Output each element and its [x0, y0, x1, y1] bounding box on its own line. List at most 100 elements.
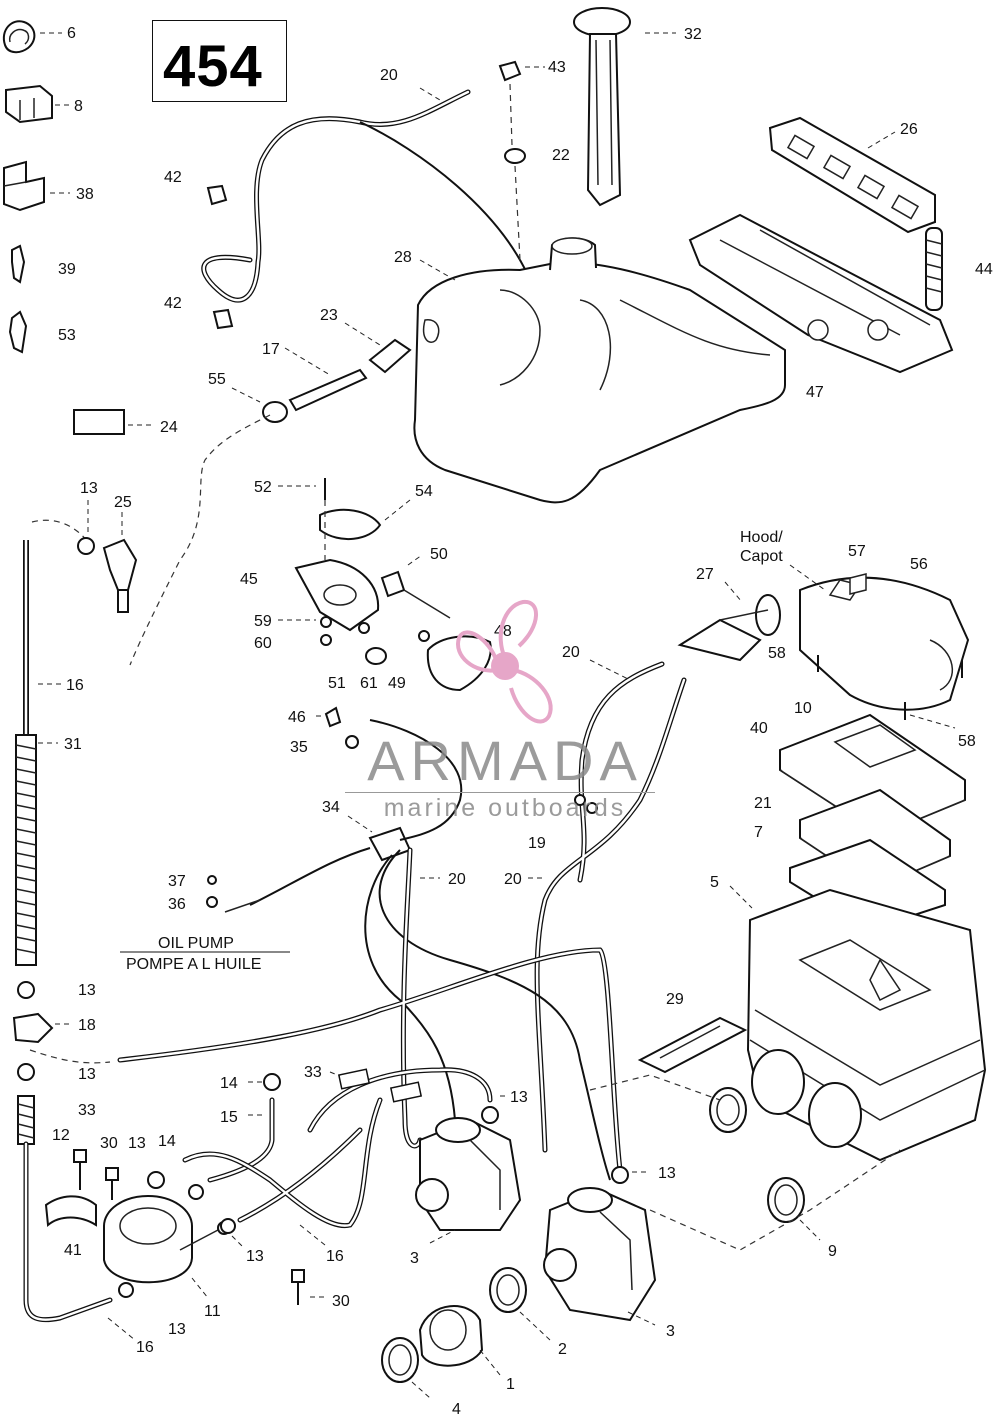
part-24-decal — [73, 409, 152, 435]
callout-5: 5 — [710, 874, 719, 891]
callout-37: 37 — [168, 873, 186, 890]
callout-61: 61 — [360, 675, 378, 692]
part-43-fitting — [498, 60, 545, 146]
part-13-clamp-pump — [147, 1171, 165, 1189]
part-4-clamp — [381, 1337, 431, 1399]
callout-16-lower: 16 — [136, 1339, 154, 1356]
part-32-dipstick — [573, 7, 676, 207]
part-15-hose — [207, 1097, 275, 1183]
part-58-screw-right — [904, 660, 963, 729]
part-3-carburetor-right — [543, 1166, 657, 1326]
callout-47: 47 — [806, 384, 824, 401]
part-9-clamps — [589, 1074, 901, 1251]
part-57-label — [849, 573, 867, 595]
callout-3-right: 3 — [666, 1323, 675, 1340]
part-50-banjo — [380, 554, 451, 619]
callout-labels: 6 8 38 39 53 20 43 32 22 26 44 42 42 28 … — [52, 25, 993, 1418]
part-11-fuel-pump — [103, 1195, 231, 1299]
callout-16-center: 16 — [326, 1248, 344, 1265]
callout-24: 24 — [160, 419, 178, 436]
callout-33-left: 33 — [78, 1102, 96, 1119]
part-53-terminal — [8, 310, 28, 354]
callout-59: 59 — [254, 613, 272, 630]
part-36-washer — [206, 896, 261, 913]
callout-2: 2 — [558, 1341, 567, 1358]
part-27-choke-knob — [677, 581, 781, 662]
callout-17: 17 — [262, 341, 280, 358]
callout-54: 54 — [415, 483, 433, 500]
callout-38: 38 — [76, 186, 94, 203]
callout-21: 21 — [754, 795, 772, 812]
part-28-oil-tank — [413, 237, 786, 504]
part-oil-lines-black — [249, 719, 611, 1181]
part-34-junction-block — [347, 815, 412, 862]
callout-56: 56 — [910, 556, 928, 573]
diagram-page-number-box: 454 — [152, 20, 287, 102]
part-41-bracket — [44, 1195, 97, 1227]
part-48-cover — [426, 635, 492, 692]
callout-3-left: 3 — [410, 1250, 419, 1267]
callout-26: 26 — [900, 121, 918, 138]
callout-6: 6 — [67, 25, 76, 42]
part-54-gasket — [319, 499, 411, 541]
callout-41: 41 — [64, 1242, 82, 1259]
callout-29: 29 — [666, 991, 684, 1008]
part-13-clamp-pump-lower — [118, 1282, 134, 1298]
callout-16-top: 16 — [66, 677, 84, 694]
callout-13-d: 13 — [510, 1089, 528, 1106]
part-60-nut — [320, 634, 332, 646]
part-31-spring-guard — [15, 734, 58, 966]
callout-7: 7 — [754, 824, 763, 841]
hood-label-line1: Hood/ — [740, 529, 783, 546]
callout-40: 40 — [750, 720, 768, 737]
part-55-grommet — [231, 387, 288, 423]
callout-50: 50 — [430, 546, 448, 563]
callout-51: 51 — [328, 675, 346, 692]
callout-25: 25 — [114, 494, 132, 511]
part-22-grommet — [504, 148, 526, 261]
callout-28: 28 — [394, 249, 412, 266]
part-16-oil-line-vertical — [23, 540, 62, 735]
callout-42-lower: 42 — [164, 295, 182, 312]
part-16-oil-line-lower — [23, 1141, 136, 1341]
callout-31: 31 — [64, 736, 82, 753]
part-6-hose-clamp — [2, 20, 62, 54]
callout-13-h: 13 — [168, 1321, 186, 1338]
part-3-carburetor-left — [415, 1106, 522, 1244]
callout-19: 19 — [528, 835, 546, 852]
part-17-pickup-tube — [284, 347, 368, 412]
part-42-clip-upper — [206, 184, 228, 206]
part-49-seal — [418, 630, 430, 642]
part-1-intake-boot — [418, 1305, 501, 1376]
part-8-connector — [5, 84, 70, 124]
part-hood-silencer — [789, 564, 970, 711]
callout-33-center: 33 — [304, 1064, 322, 1081]
part-47-mount-plate — [688, 213, 954, 374]
part-13-clamp-carb — [500, 1095, 648, 1173]
part-33-spring-lower — [17, 1095, 35, 1145]
callout-13-b: 13 — [78, 982, 96, 999]
callout-36: 36 — [168, 896, 186, 913]
part-42-clip-lower — [212, 308, 234, 330]
callout-35: 35 — [290, 739, 308, 756]
callout-30-upper: 30 — [100, 1135, 118, 1152]
callout-52: 52 — [254, 479, 272, 496]
part-19-clip — [574, 794, 598, 814]
callout-18: 18 — [78, 1017, 96, 1034]
callout-11: 11 — [204, 1303, 221, 1320]
callout-13-top: 13 — [80, 480, 98, 497]
callout-58-left: 58 — [768, 645, 786, 662]
callout-30-lower: 30 — [332, 1293, 350, 1310]
callout-32: 32 — [684, 26, 702, 43]
part-2-clamp — [489, 1267, 551, 1341]
part-12-screw — [73, 1149, 87, 1190]
part-13-clamp-top — [77, 500, 95, 555]
callout-48: 48 — [494, 623, 512, 640]
callout-58-right: 58 — [958, 733, 976, 750]
part-13-clamp-b — [17, 981, 35, 999]
callout-14-top: 14 — [220, 1075, 238, 1092]
callout-60: 60 — [254, 635, 272, 652]
callout-13-f: 13 — [658, 1165, 676, 1182]
callout-34: 34 — [322, 799, 340, 816]
